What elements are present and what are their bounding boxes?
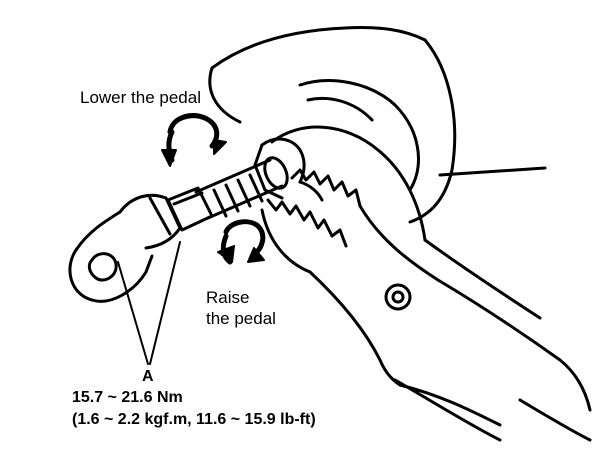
pliers <box>260 125 592 427</box>
lower-pedal-label: Lower the pedal <box>80 88 201 107</box>
raise-pedal-line1: Raise <box>206 288 250 307</box>
lower-rotation-arrow <box>166 113 220 163</box>
torque-spec: 15.7 ~ 21.6 Nm <box>72 389 183 406</box>
pushrod <box>194 156 289 220</box>
raise-arrow-heads <box>217 245 265 263</box>
raise-pedal-label: Raise the pedal <box>206 287 276 330</box>
raise-pedal-line2: the pedal <box>206 309 276 329</box>
lower-arrow-heads <box>161 139 227 167</box>
torque-conversion: (1.6 ~ 2.2 kgf.m, 11.6 ~ 15.9 lb-ft) <box>72 411 316 428</box>
lock-nut <box>166 186 214 232</box>
pedal-housing <box>208 26 592 442</box>
clevis <box>68 193 182 303</box>
callout-leaders <box>117 241 181 365</box>
callout-a-label: A <box>142 368 154 385</box>
